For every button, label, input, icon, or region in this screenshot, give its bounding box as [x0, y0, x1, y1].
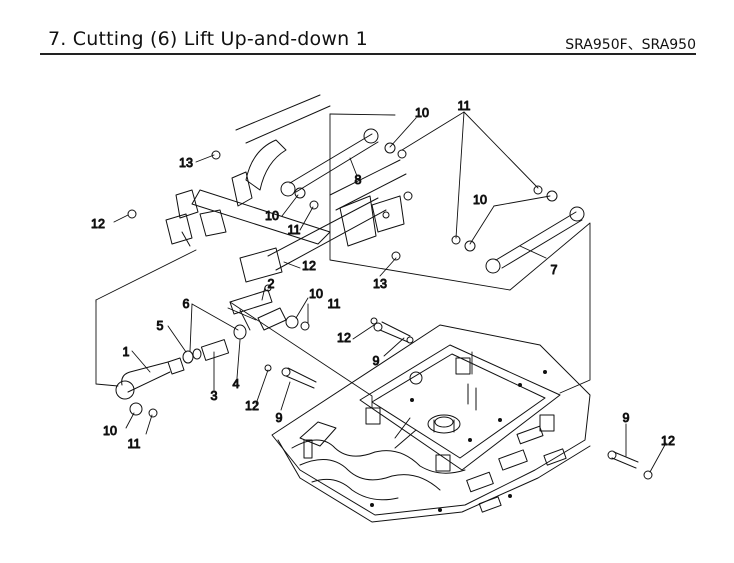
arm-7	[451, 185, 585, 274]
callout-9-lower: 9	[276, 411, 283, 425]
callout-11-bottom: 11	[128, 437, 141, 451]
header-rule	[40, 53, 696, 55]
callout-12-lower: 12	[245, 399, 259, 413]
callout-7: 7	[551, 263, 558, 277]
callout-10-mid: 10	[265, 209, 279, 223]
callout-10-top: 10	[415, 106, 429, 120]
lift-frame-assembly	[165, 94, 413, 283]
callout-2: 2	[268, 277, 275, 291]
callout-10-bottom: 10	[103, 424, 117, 438]
callout-11-shaft: 11	[328, 297, 341, 311]
callout-5: 5	[157, 319, 164, 333]
callout-12-left: 12	[91, 217, 105, 231]
assembly-outlines	[95, 113, 591, 409]
callout-10-right: 10	[473, 193, 487, 207]
callout-9-upper: 9	[373, 354, 380, 368]
arm-8	[280, 128, 407, 210]
callout-11-mid: 11	[288, 223, 301, 237]
pin-9-right	[607, 450, 653, 480]
page-title: 7. Cutting (6) Lift Up-and-down 1	[48, 28, 368, 50]
callout-12-upper: 12	[337, 331, 351, 345]
link-rod-1	[115, 324, 247, 418]
callout-leaders	[113, 111, 667, 473]
pin-9-lower	[281, 367, 317, 389]
callout-13-left: 13	[179, 156, 193, 170]
bolts	[127, 150, 401, 372]
callout-12-right: 12	[661, 434, 675, 448]
callout-12-frame: 12	[302, 259, 316, 273]
pin-9-upper	[373, 321, 414, 344]
cutter-deck	[271, 324, 591, 523]
callout-13-right: 13	[373, 277, 387, 291]
callout-9-right: 9	[623, 411, 630, 425]
callout-10-shaft: 10	[309, 287, 323, 301]
callout-11-top: 11	[458, 99, 471, 113]
callout-8: 8	[355, 173, 362, 187]
callout-labels: 1 2 3 4 5 6 7 8 9 9 9 10 10 10 10 10 11 …	[91, 99, 676, 452]
model-label: SRA950F、SRA950	[565, 37, 696, 53]
callout-1: 1	[123, 345, 130, 359]
callout-3: 3	[211, 389, 218, 403]
callout-4: 4	[233, 377, 240, 391]
callout-6: 6	[183, 297, 190, 311]
page-header: 7. Cutting (6) Lift Up-and-down 1 SRA950…	[0, 0, 734, 55]
